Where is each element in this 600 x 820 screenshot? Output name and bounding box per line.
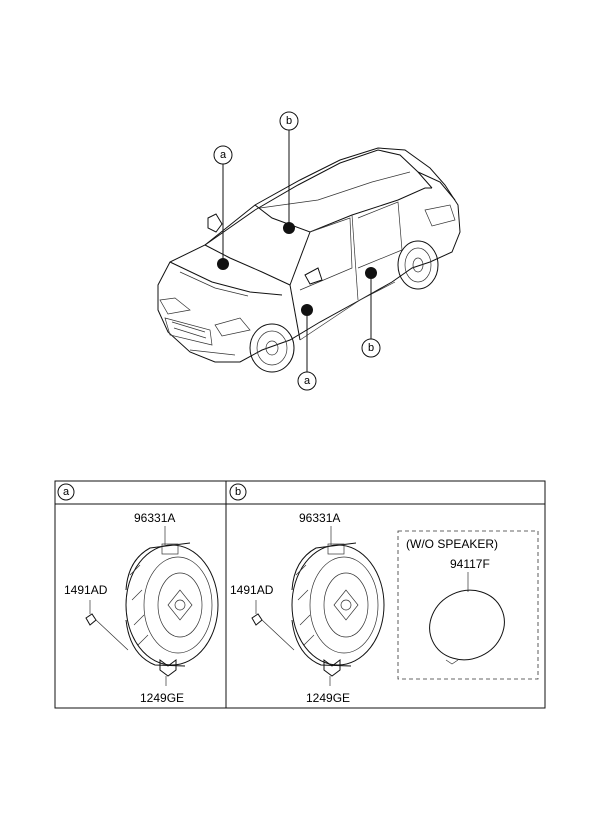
callout-b-right: b xyxy=(361,338,381,358)
panel-a-bolt xyxy=(159,659,177,686)
panel-a-header-label: a xyxy=(63,486,70,498)
panel-b-speaker xyxy=(291,542,385,667)
panel-b-screw xyxy=(251,600,295,651)
panel-a-screw-part-number: 1491AD xyxy=(64,583,108,597)
panel-b-bolt xyxy=(323,659,341,686)
panel-b-screw-part-number: 1491AD xyxy=(230,583,274,597)
without-speaker-title: (W/O SPEAKER) xyxy=(406,537,498,551)
speaker-dot-rear-roof xyxy=(283,222,295,234)
speaker-cover xyxy=(429,589,505,665)
car-illustration xyxy=(157,147,461,373)
callout-leaders xyxy=(222,130,372,372)
callout-b-top-label: b xyxy=(286,115,292,127)
speaker-dot-front-left xyxy=(217,258,229,270)
speaker-locations xyxy=(217,222,377,316)
panel-a-screw xyxy=(85,600,129,651)
callout-a-bottom: a xyxy=(297,371,317,391)
speaker-dot-front-door xyxy=(301,304,313,316)
parts-table xyxy=(54,480,546,709)
panel-a-bolt-part-number: 1249GE xyxy=(140,691,184,705)
panel-a-speaker xyxy=(125,542,219,667)
callout-b-top: b xyxy=(279,111,299,131)
without-speaker-box: (W/O SPEAKER) 94117F xyxy=(397,530,539,680)
cover-part-number: 94117F xyxy=(450,557,490,571)
callout-a-top-label: a xyxy=(220,149,227,161)
panel-a-speaker-part-number: 96331A xyxy=(134,511,175,525)
callout-b-right-label: b xyxy=(368,342,374,354)
callout-a-top: a xyxy=(213,145,233,165)
speaker-dot-rear-door xyxy=(365,267,377,279)
panel-b-speaker-part-number: 96331A xyxy=(299,511,340,525)
panel-a-header: a xyxy=(57,483,75,501)
panel-b-header: b xyxy=(229,483,247,501)
panel-b-bolt-part-number: 1249GE xyxy=(306,691,350,705)
callout-a-bottom-label: a xyxy=(304,375,311,387)
panel-b-header-label: b xyxy=(235,486,241,498)
